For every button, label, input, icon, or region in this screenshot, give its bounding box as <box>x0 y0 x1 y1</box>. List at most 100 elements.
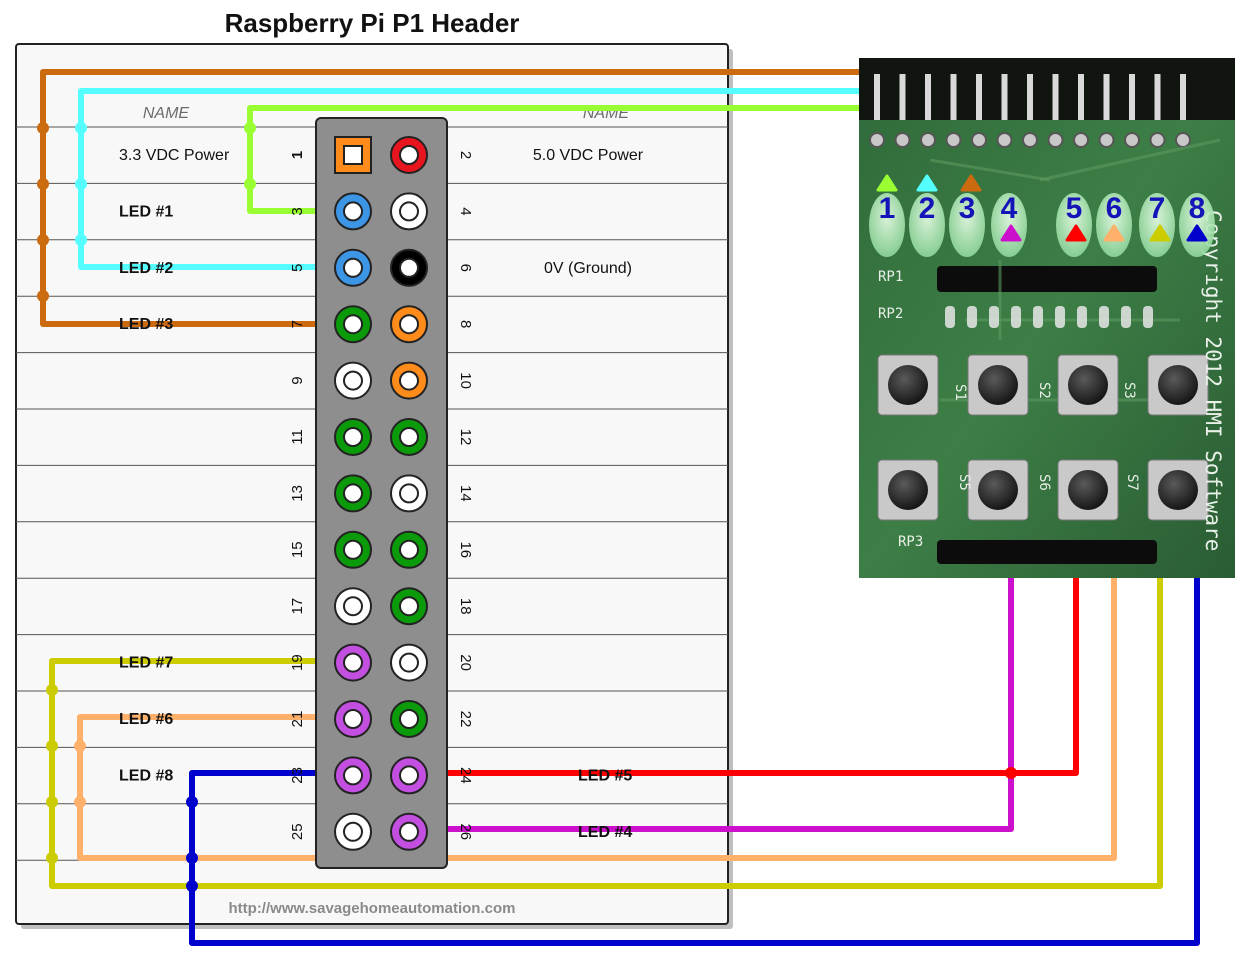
pin-number-left: 13 <box>289 485 306 502</box>
wire-arrow <box>1065 224 1087 242</box>
diagram-title: Raspberry Pi P1 Header <box>225 8 520 38</box>
pin-label-left: 3.3 VDC Power <box>119 147 230 164</box>
board-led <box>869 193 905 257</box>
wire-junction <box>46 852 58 864</box>
wire-junction <box>75 122 87 134</box>
wire-junction <box>37 290 49 302</box>
board-silkscreen-text: S6 <box>1036 474 1052 491</box>
pin-label-right: 5.0 VDC Power <box>533 147 644 164</box>
pin-number-left: 7 <box>289 320 306 328</box>
pin-number-left: 15 <box>289 541 306 558</box>
wire-junction <box>46 740 58 752</box>
wire-junction <box>186 880 198 892</box>
wire-junction <box>1005 767 1017 779</box>
board-led-number: 3 <box>959 192 976 225</box>
board-led-number: 1 <box>879 192 896 225</box>
pin-label-left: LED #2 <box>119 260 173 277</box>
wire-junction <box>46 796 58 808</box>
board-header-pins <box>869 74 1191 148</box>
wire-arrow <box>916 174 938 192</box>
wires-over-board <box>876 174 1208 242</box>
wire-junction <box>37 122 49 134</box>
pin-number-left: 17 <box>289 598 306 615</box>
pin-number-left: 25 <box>289 823 306 840</box>
pin-number-left: 5 <box>289 264 306 272</box>
pin-label-right: LED #5 <box>578 767 632 784</box>
board-silkscreen-text: S5 <box>956 474 972 491</box>
wire-junction <box>74 740 86 752</box>
pin-number-right: 8 <box>457 320 474 328</box>
board-led-number: 6 <box>1106 192 1123 225</box>
board-led-number: 2 <box>919 192 936 225</box>
board-silkscreen-text: Copyright 2012 HMI Software <box>1201 210 1225 551</box>
wire-arrow <box>876 174 898 192</box>
pin-number-right: 12 <box>457 429 474 446</box>
board-silkscreen-text: RP2 <box>878 306 903 322</box>
pin-number-left: 9 <box>289 376 306 384</box>
wire-junction <box>75 234 87 246</box>
pin-number-left: 11 <box>289 429 306 445</box>
wire-junction <box>244 122 256 134</box>
board-silkscreen-text: S1 <box>952 384 968 401</box>
pin-number-left: 1 <box>289 151 306 159</box>
pin-label-right: LED #4 <box>578 824 632 841</box>
board-silkscreen-text: RP3 <box>898 534 923 550</box>
wire <box>189 225 1200 946</box>
board-led-number: 4 <box>1001 192 1018 225</box>
pin-number-right: 2 <box>457 151 474 159</box>
pin-label-left: LED #8 <box>119 767 173 784</box>
board-led-number: 8 <box>1189 192 1206 225</box>
column-header-left: NAME <box>143 105 190 122</box>
pin-number-left: 21 <box>289 711 306 728</box>
wire-arrow <box>960 174 982 192</box>
pin-number-right: 4 <box>457 207 474 215</box>
wire-junction <box>46 684 58 696</box>
board-led <box>949 193 985 257</box>
board-silkscreen-text: S3 <box>1121 382 1137 399</box>
pin-label-left: LED #6 <box>119 711 173 728</box>
board-led <box>909 193 945 257</box>
pin-number-left: 23 <box>289 767 306 784</box>
wire <box>77 225 1117 861</box>
pin-label-left: LED #7 <box>119 655 173 672</box>
wire <box>49 225 1163 889</box>
wire-junction <box>75 178 87 190</box>
wire-junction <box>186 852 198 864</box>
footer-url[interactable]: http://www.savagehomeautomation.com <box>229 900 516 917</box>
pin-number-right: 22 <box>457 711 474 728</box>
wire-arrow <box>1000 224 1022 242</box>
wire-arrow <box>1149 224 1171 242</box>
pin-number-right: 24 <box>457 767 474 784</box>
pin-label-right: 0V (Ground) <box>544 260 632 277</box>
pin-label-left: LED #3 <box>119 316 173 333</box>
wire-junction <box>37 178 49 190</box>
board-silkscreen-text: RP1 <box>878 269 903 285</box>
board-traces <box>929 138 1221 402</box>
pin-number-right: 18 <box>457 598 474 615</box>
pin-number-right: 26 <box>457 823 474 840</box>
wire-arrow <box>1186 224 1208 242</box>
pin-grid <box>334 136 428 851</box>
board-silkscreen-text: S2 <box>1036 382 1052 399</box>
pin-number-left: 3 <box>289 207 306 215</box>
board-led-number: 5 <box>1066 192 1083 225</box>
wire-arrow <box>1103 224 1125 242</box>
pin-number-right: 10 <box>457 372 474 389</box>
pin-number-left: 19 <box>289 654 306 671</box>
board-silkscreen-text: S7 <box>1124 474 1140 491</box>
board-led-number: 7 <box>1149 192 1166 225</box>
pin-label-left: LED #1 <box>119 203 173 220</box>
pin-number-right: 6 <box>457 264 474 272</box>
wire-junction <box>37 234 49 246</box>
pin-number-right: 16 <box>457 541 474 558</box>
pin-number-right: 20 <box>457 654 474 671</box>
pin-number-right: 14 <box>457 485 474 502</box>
wire-junction <box>244 178 256 190</box>
board-buttons <box>877 354 1209 521</box>
wire-junction <box>186 796 198 808</box>
